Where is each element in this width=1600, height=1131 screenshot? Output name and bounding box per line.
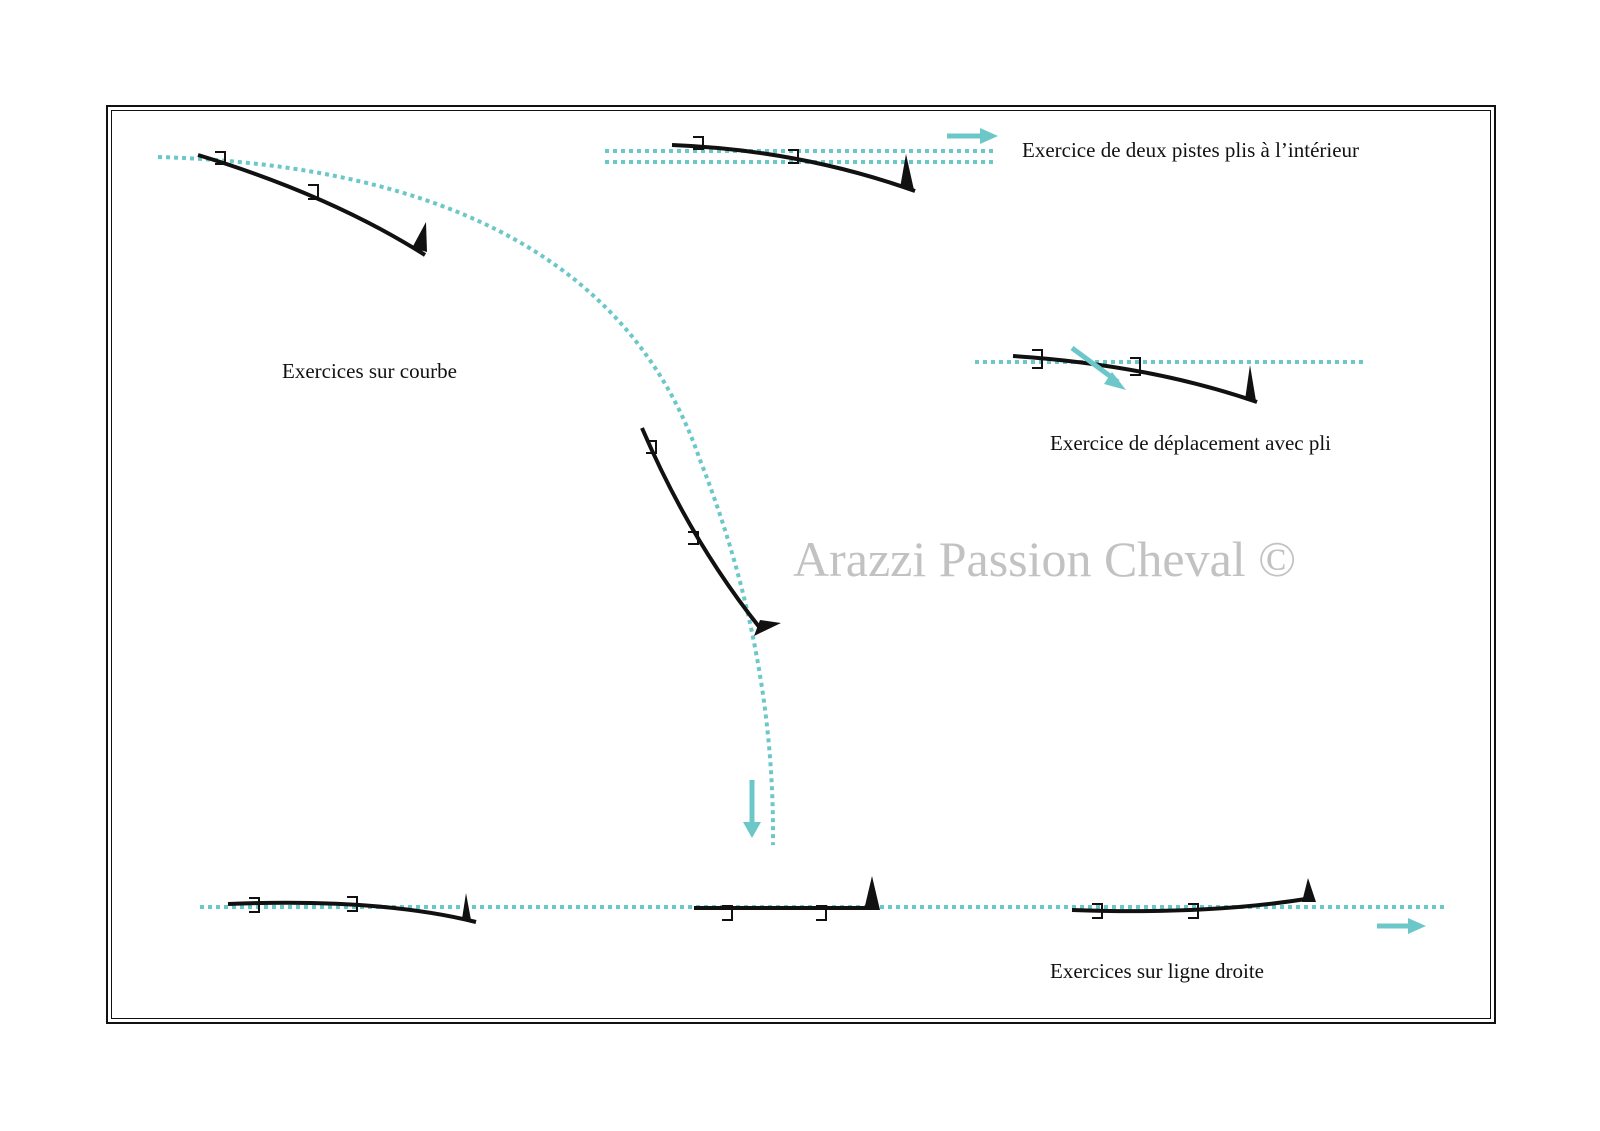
frame-outer-border [106,105,1496,1024]
curve-track [157,155,776,846]
watermark: Arazzi Passion Cheval © [793,531,1297,587]
frame-inner-border [111,110,1491,1019]
two-tracks-exercise [605,128,998,193]
label-curve-exercises: Exercices sur courbe [282,359,457,383]
displacement-exercise [975,345,1365,404]
label-straight-line-exercises: Exercices sur ligne droite [1050,959,1264,983]
label-displacement-exercise: Exercice de déplacement avec pli [1050,431,1331,455]
curve-spine-1 [197,151,427,257]
curve-direction-arrow [743,780,761,838]
label-two-tracks-exercise: Exercice de deux pistes plis à l’intérie… [1022,138,1360,162]
curve-spine-2 [640,427,781,636]
straight-line-exercise [200,876,1448,934]
